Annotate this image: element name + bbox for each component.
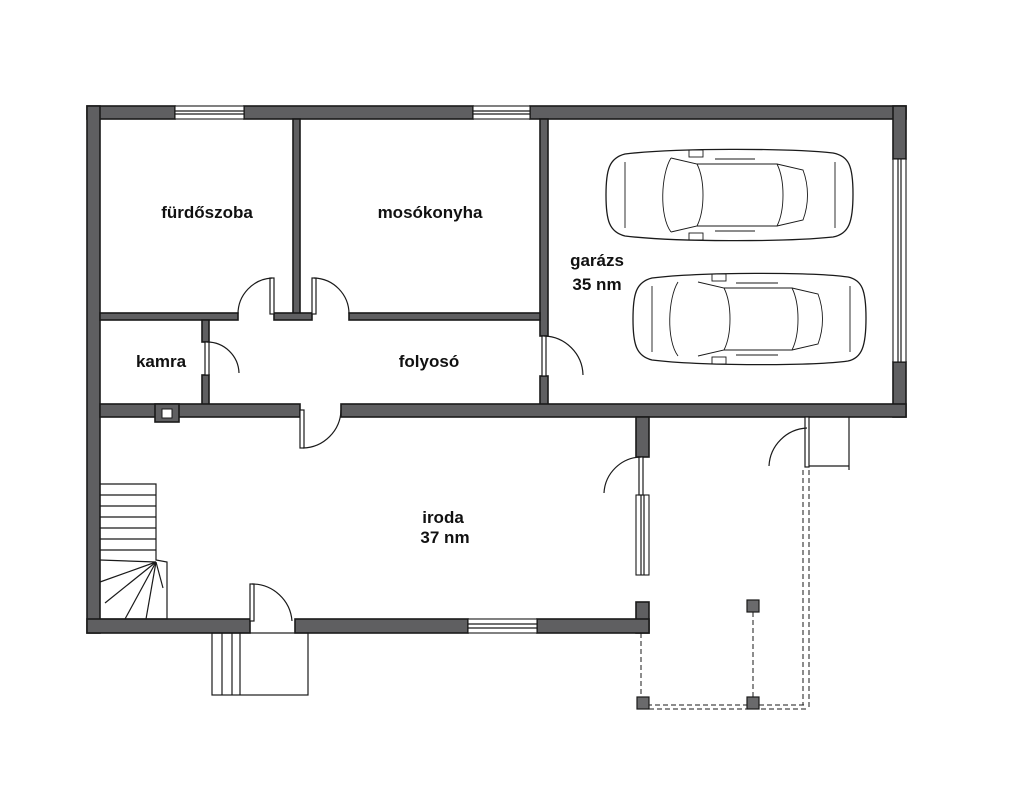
door-laundry — [311, 277, 350, 315]
doors — [204, 277, 850, 622]
door-office-side — [603, 456, 644, 496]
car-icon — [632, 272, 867, 366]
room-label-laundry: mosókonyha — [378, 203, 483, 222]
door-bathroom — [237, 277, 275, 315]
door-garage-side — [768, 416, 850, 470]
door-garage — [541, 335, 584, 377]
room-labels: fürdőszoba mosókonyha garázs 35 nm kamra… — [136, 203, 624, 547]
room-label-pantry: kamra — [136, 352, 187, 371]
room-area-office: 37 nm — [420, 528, 469, 547]
room-label-office: iroda — [422, 508, 464, 527]
terrace-post — [746, 696, 760, 710]
window-bathroom — [174, 105, 245, 120]
walls — [86, 105, 907, 634]
terrace-post — [636, 696, 650, 710]
terrace-post — [746, 599, 760, 613]
staircase — [99, 483, 168, 620]
window-office-side — [635, 494, 650, 576]
entrance-steps — [211, 632, 309, 696]
door-pantry — [204, 341, 240, 376]
room-label-hallway: folyosó — [399, 352, 459, 371]
room-label-garage: garázs — [570, 251, 624, 270]
door-office — [299, 409, 342, 449]
room-label-bathroom: fürdőszoba — [161, 203, 253, 222]
garage-door-opening — [892, 158, 907, 363]
terrace — [636, 470, 810, 710]
window-laundry — [472, 105, 531, 120]
car-icon — [605, 148, 854, 242]
window-office-bottom — [467, 618, 538, 634]
room-area-garage: 35 nm — [572, 275, 621, 294]
door-entrance — [249, 583, 293, 622]
